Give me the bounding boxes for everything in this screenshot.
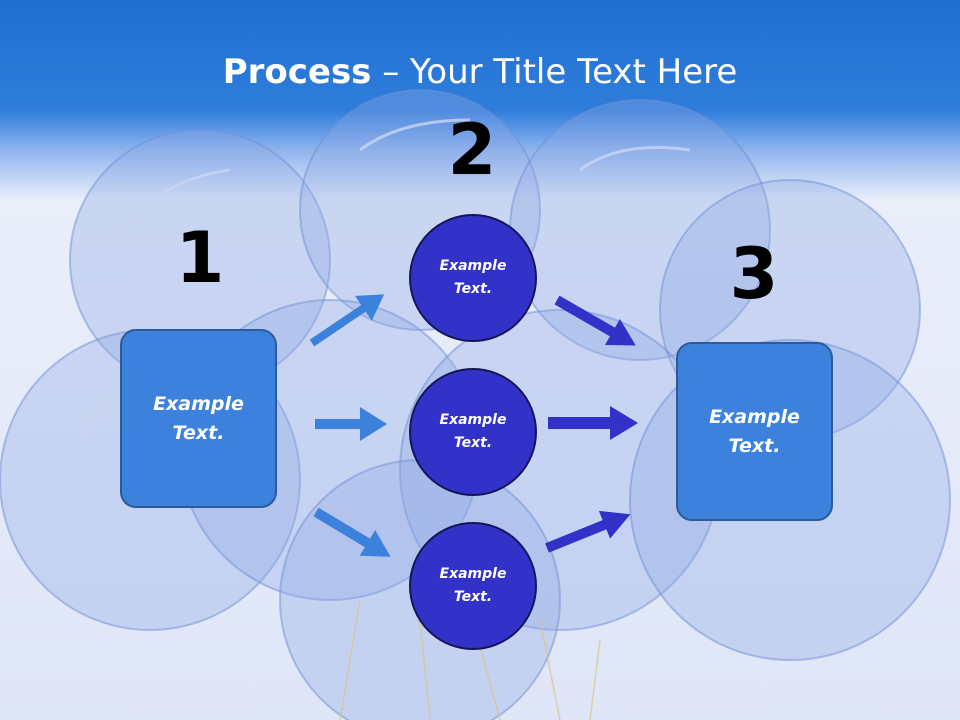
step-number-1: 1 [175,217,225,299]
right-process-box: Example Text. [676,342,833,521]
arrow-middle-circle-to-right [548,406,638,440]
left-box-text: Example Text. [153,392,244,444]
arrow-left-to-middle-circle [315,407,387,441]
arrow-bottom-circle-to-right [545,510,631,553]
process-circle-middle: Example Text. [409,368,537,496]
step-number-2: 2 [447,109,497,191]
slide-title: Process – Your Title Text Here [0,52,960,92]
arrow-left-to-bottom-circle [313,507,391,557]
title-rest: – Your Title Text Here [371,52,738,92]
arrow-top-circle-to-right [554,295,636,346]
arrow-left-to-top-circle [309,294,385,347]
right-box-text: Example Text. [709,405,800,457]
circle-top-text: Example Text. [439,258,507,297]
process-circle-bottom: Example Text. [409,522,537,650]
process-circle-top: Example Text. [409,214,537,342]
left-process-box: Example Text. [120,329,277,508]
circle-middle-text: Example Text. [439,412,507,451]
step-number-3: 3 [729,233,779,315]
title-strong: Process [222,52,372,92]
circle-bottom-text: Example Text. [439,566,507,605]
